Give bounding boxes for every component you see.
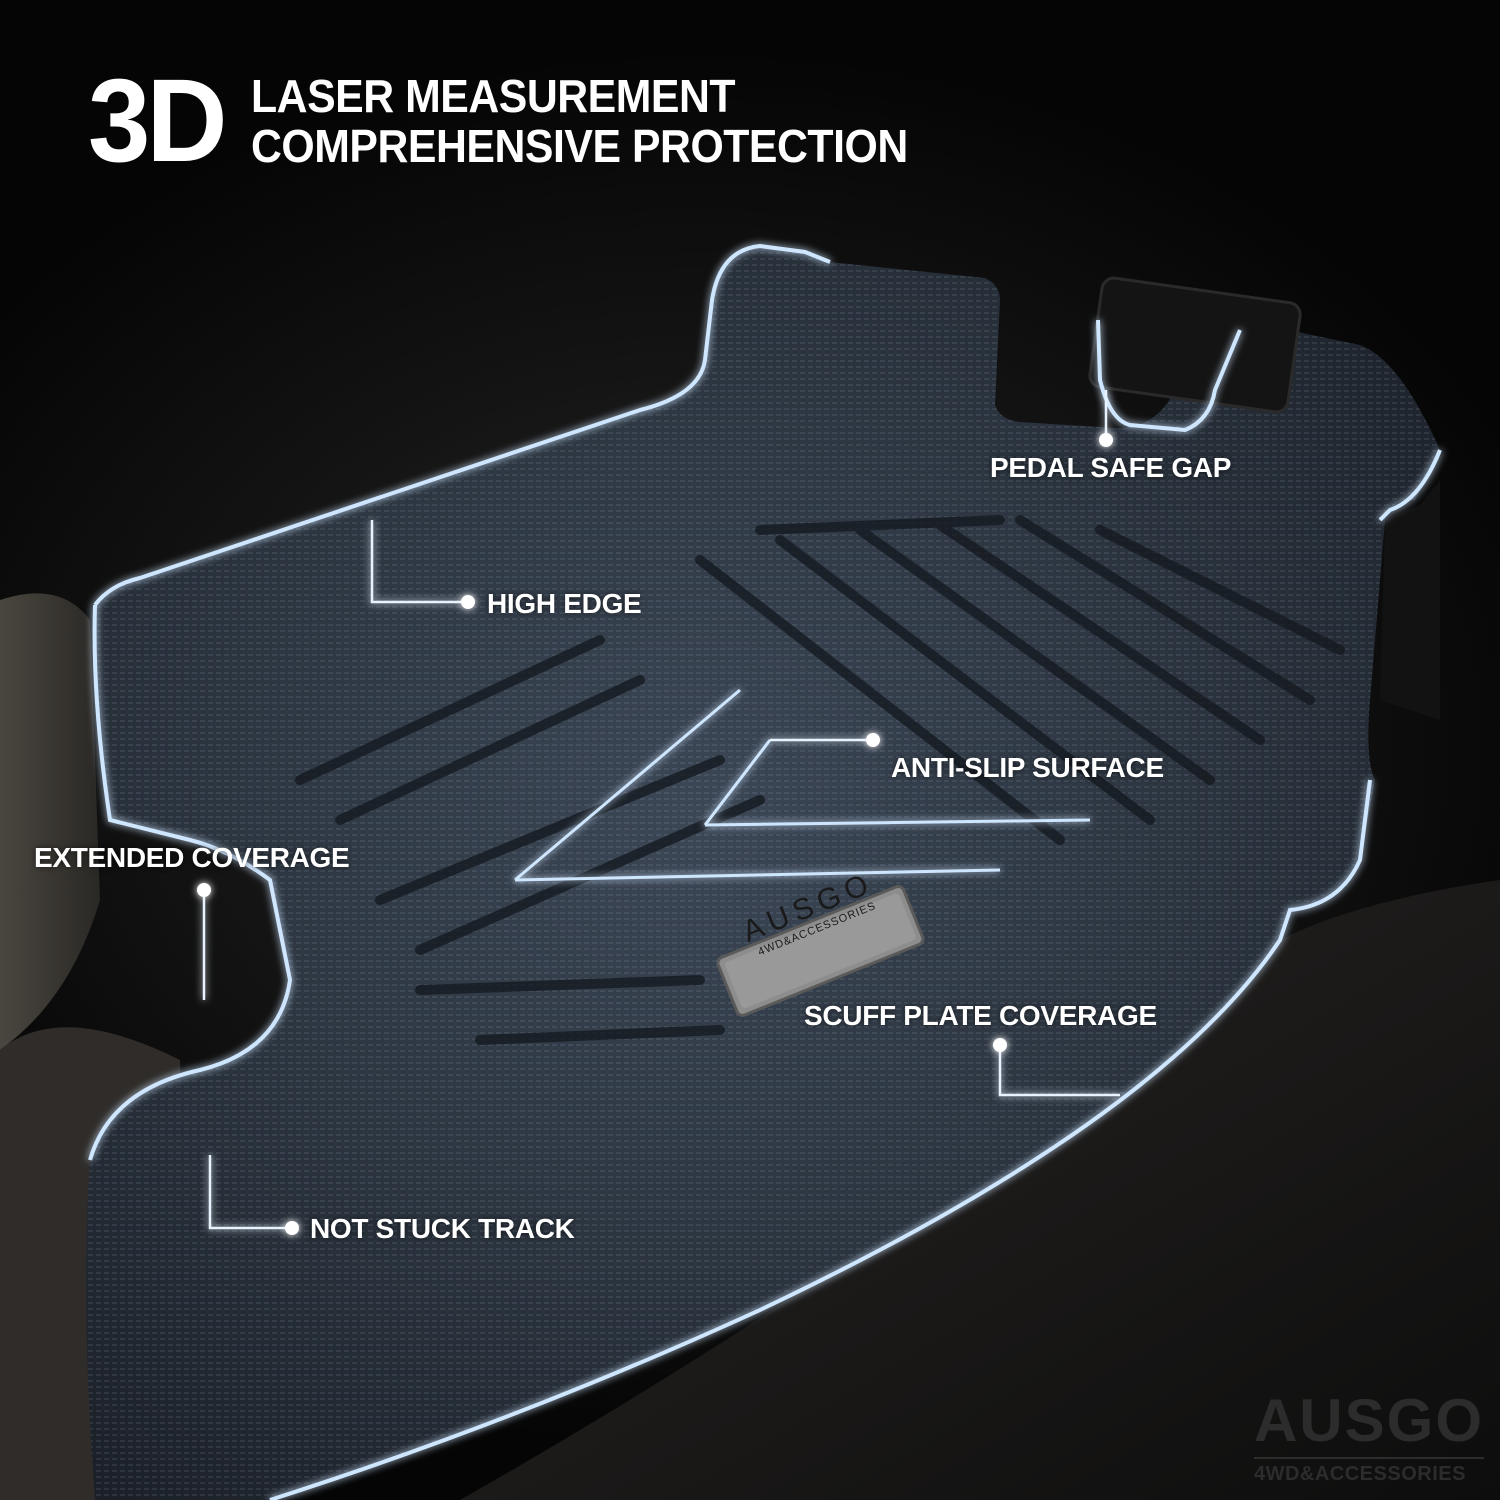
dot-high-edge bbox=[461, 595, 475, 609]
callout-dots bbox=[197, 433, 1113, 1235]
mat-grooves bbox=[295, 515, 1345, 1045]
headline: 3D LASER MEASUREMENT COMPREHENSIVE PROTE… bbox=[88, 62, 957, 180]
watermark-brand: AUSGO bbox=[1253, 1387, 1484, 1454]
watermark-tagline: 4WD&ACCESSORIES bbox=[1253, 1463, 1466, 1485]
callout-not-stuck-track: NOT STUCK TRACK bbox=[310, 1213, 575, 1244]
seat-side bbox=[0, 593, 100, 1050]
side-pad bbox=[1380, 480, 1440, 720]
headline-line-2: COMPREHENSIVE PROTECTION bbox=[250, 120, 908, 172]
ausgo-watermark: AUSGO 4WD&ACCESSORIES bbox=[1253, 1387, 1484, 1486]
ausgo-badge bbox=[716, 885, 925, 1017]
callout-pedal-safe-gap: PEDAL SAFE GAP bbox=[990, 452, 1232, 483]
callout-scuff-plate-coverage: SCUFF PLATE COVERAGE bbox=[804, 1000, 1157, 1031]
callout-high-edge: HIGH EDGE bbox=[487, 588, 642, 619]
callout-extended-coverage: EXTENDED COVERAGE bbox=[34, 842, 350, 873]
outline-right-top bbox=[1378, 449, 1442, 522]
watermark-divider bbox=[1253, 1457, 1484, 1459]
mat-texture bbox=[86, 246, 1440, 1500]
dot-extended-coverage bbox=[197, 883, 211, 897]
callout-anti-slip-surface: ANTI-SLIP SURFACE bbox=[891, 752, 1164, 783]
dot-not-stuck-track bbox=[285, 1221, 299, 1235]
headline-line-1: LASER MEASUREMENT bbox=[250, 70, 736, 122]
headline-3d: 3D bbox=[88, 55, 227, 187]
dot-scuff-plate-coverage bbox=[993, 1038, 1007, 1052]
pedal-area bbox=[1088, 276, 1302, 414]
outline-top-left bbox=[93, 243, 831, 607]
callout-leaders bbox=[202, 390, 1120, 1230]
dot-anti-slip-surface bbox=[866, 733, 880, 747]
outline-left bbox=[88, 604, 293, 1161]
outline-anti-slip bbox=[514, 688, 1091, 882]
outline-right-bottom bbox=[269, 779, 1372, 1500]
dot-pedal-safe-gap bbox=[1099, 433, 1113, 447]
